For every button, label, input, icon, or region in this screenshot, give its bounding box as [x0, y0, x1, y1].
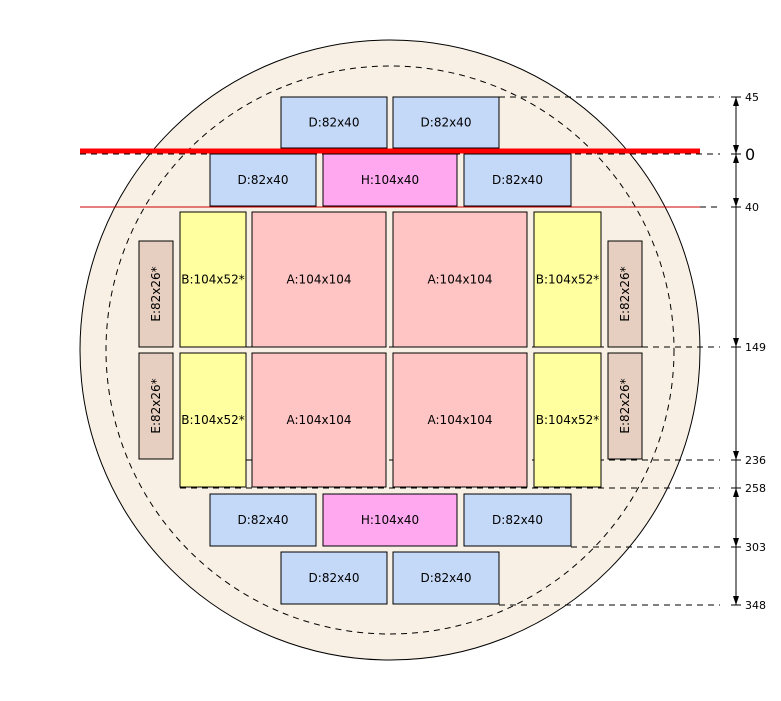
die-d-top-1: D:82x40	[280, 96, 388, 149]
die-rect	[209, 153, 317, 207]
wafer-edge-exclusion	[105, 65, 675, 635]
dim-label-149: 149	[745, 341, 766, 354]
die-rect	[392, 551, 500, 605]
die-rect	[179, 352, 247, 488]
die-rect	[392, 352, 528, 488]
die-rect	[251, 352, 387, 488]
dim-label-348: 348	[745, 599, 766, 612]
die-label: D:82x40	[421, 571, 472, 585]
die-label: D:82x40	[492, 173, 543, 187]
dim-label-45: 45	[745, 91, 759, 104]
die-label: E:82x26*	[618, 378, 632, 433]
die-d-top-2: D:82x40	[392, 96, 500, 149]
arrow-up-0	[733, 154, 739, 163]
die-a-top-2: A:104x104	[392, 211, 528, 348]
die-rect	[251, 211, 387, 348]
die-label: E:82x26*	[149, 378, 163, 433]
dimension-bar	[731, 96, 741, 606]
arrow-down-236	[733, 451, 739, 460]
die-rect	[463, 153, 572, 207]
die-rect	[392, 211, 528, 348]
die-e-bot-right: E:82x26*	[607, 352, 643, 460]
die-rect	[280, 96, 388, 149]
die-a-bot-2: A:104x104	[392, 352, 528, 488]
die-b-top-right: B:104x52*	[533, 211, 602, 348]
arrowheads	[733, 97, 739, 605]
arrow-down-40	[733, 198, 739, 207]
die-label: D:82x40	[238, 173, 289, 187]
die-h-bot: H:104x40	[322, 493, 458, 547]
die-b-bot-left: B:104x52*	[179, 352, 247, 488]
die-rect	[533, 352, 602, 488]
die-h-top: H:104x40	[322, 153, 458, 207]
die-label: D:82x40	[421, 116, 472, 130]
die-d-row5-1: D:82x40	[209, 493, 317, 547]
die-label: D:82x40	[238, 513, 289, 527]
dim-label-236: 236	[745, 454, 766, 467]
die-label: B:104x52*	[536, 413, 600, 427]
die-label: A:104x104	[287, 273, 352, 287]
die-label: E:82x26*	[149, 266, 163, 321]
die-d-row2-2: D:82x40	[463, 153, 572, 207]
die-e-bot-left: E:82x26*	[138, 352, 174, 460]
die-d-row2-1: D:82x40	[209, 153, 317, 207]
arrow-down-149	[733, 338, 739, 347]
die-rect	[533, 211, 602, 348]
dim-label-40: 40	[745, 201, 759, 214]
dim-label-258: 258	[745, 482, 766, 495]
die-a-top-1: A:104x104	[251, 211, 387, 348]
die-d-bot-1: D:82x40	[280, 551, 388, 605]
arrow-up-258	[733, 488, 739, 497]
die-label: A:104x104	[287, 413, 352, 427]
die-rect	[138, 240, 174, 348]
die-rect	[179, 211, 247, 348]
die-label: E:82x26*	[618, 266, 632, 321]
die-b-bot-right: B:104x52*	[533, 352, 602, 488]
die-label: A:104x104	[428, 273, 493, 287]
die-a-bot-1: A:104x104	[251, 352, 387, 488]
die-b-top-left: B:104x52*	[179, 211, 247, 348]
die-label: A:104x104	[428, 413, 493, 427]
die-rect	[322, 493, 458, 547]
die-label: B:104x52*	[181, 273, 245, 287]
die-rect	[138, 352, 174, 460]
arrow-down-303	[733, 538, 739, 547]
die-label: H:104x40	[361, 173, 419, 187]
die-label: H:104x40	[361, 513, 419, 527]
die-rect	[607, 240, 643, 348]
die-rect	[607, 352, 643, 460]
die-label: D:82x40	[309, 571, 360, 585]
die-label: D:82x40	[492, 513, 543, 527]
die-e-top-right: E:82x26*	[607, 240, 643, 348]
die-d-row5-2: D:82x40	[463, 493, 572, 547]
die-d-bot-2: D:82x40	[392, 551, 500, 605]
die-rect	[463, 493, 572, 547]
dim-label-0: 0	[745, 145, 755, 164]
arrow-down-0	[733, 145, 739, 154]
die-label: B:104x52*	[536, 273, 600, 287]
die-rect	[392, 96, 500, 149]
arrow-down-348	[733, 596, 739, 605]
wafer-outline	[79, 39, 701, 661]
die-rect	[322, 153, 458, 207]
die-label: D:82x40	[309, 116, 360, 130]
die-label: B:104x52*	[181, 413, 245, 427]
arrow-up-45	[733, 97, 739, 106]
die-e-top-left: E:82x26*	[138, 240, 174, 348]
dim-label-303: 303	[745, 541, 766, 554]
die-rect	[280, 551, 388, 605]
die-rect	[209, 493, 317, 547]
